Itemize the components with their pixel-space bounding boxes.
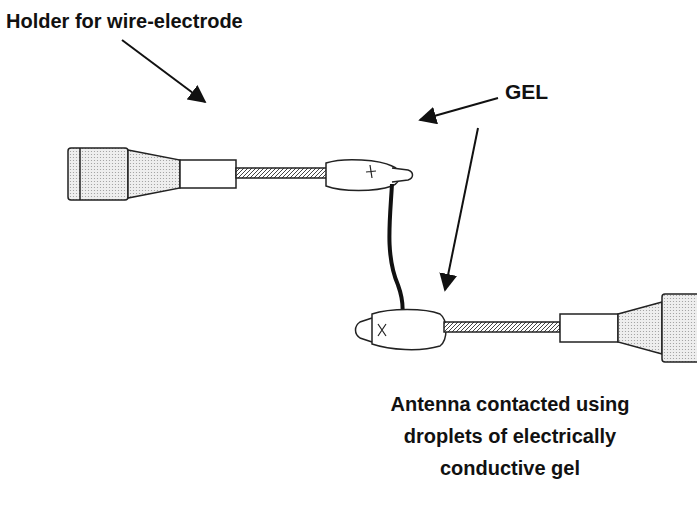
leader-arrows [122,40,498,290]
holder-label: Holder for wire-electrode [6,10,243,33]
gel-label: GEL [505,80,548,104]
antenna-wire [389,184,402,318]
lower-holder [356,294,697,362]
upper-holder [68,148,413,200]
caption-text: Antenna contacted using droplets of elec… [360,388,660,484]
